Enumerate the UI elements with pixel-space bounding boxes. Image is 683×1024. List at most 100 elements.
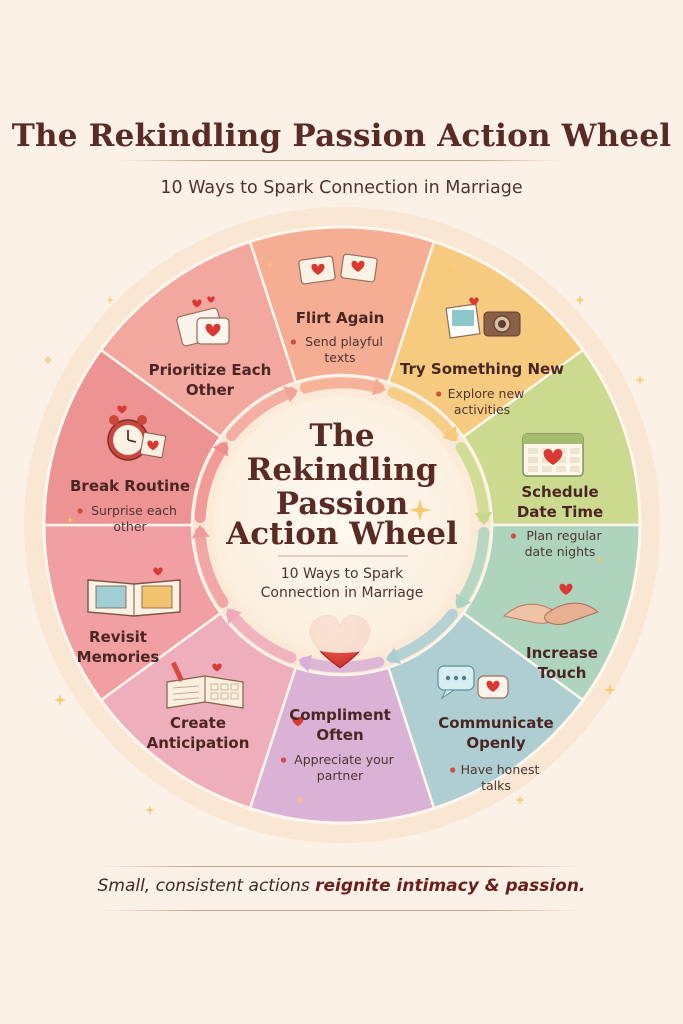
bullet-dot — [77, 508, 83, 514]
segment-title: Date Time — [517, 503, 603, 521]
segment-title: Revisit — [89, 628, 147, 646]
title-divider — [120, 160, 560, 161]
center-title-line: The — [309, 418, 374, 454]
segment-bullet: texts — [324, 350, 355, 365]
segment-bullet: Have honest — [461, 762, 540, 777]
segment-title: Break Routine — [70, 477, 190, 495]
chat-bubbles-icon — [437, 665, 509, 700]
tagline: Small, consistent actions reignite intim… — [0, 876, 683, 896]
ring-arrowhead — [456, 593, 472, 609]
ring-arc — [194, 442, 229, 524]
segment-title: Memories — [77, 648, 160, 666]
holding-hands-icon — [502, 583, 599, 625]
wheel-rim — [42, 225, 642, 825]
ring-arc — [455, 526, 490, 608]
sparkle-icon — [409, 499, 431, 521]
ring-arc — [194, 526, 229, 608]
sparkle-icon — [296, 796, 304, 804]
segment-bullet: activities — [454, 402, 510, 417]
segment-title: Anticipation — [147, 734, 250, 752]
center-hub — [214, 397, 470, 653]
calendar-heart-icon — [522, 433, 584, 477]
segment-bullet: Appreciate your — [294, 752, 395, 767]
segment-title: Touch — [538, 664, 587, 682]
ring-arc — [387, 608, 458, 664]
ring-arrowhead — [227, 608, 242, 625]
segment-title: Increase — [526, 644, 598, 662]
center-subtitle-line: 10 Ways to Spark — [281, 566, 404, 582]
segment-title: Flirt Again — [296, 309, 385, 327]
center-subtitle-line: Connection in Marriage — [261, 585, 424, 601]
segment-title: Other — [186, 381, 235, 399]
sparkle-icon — [43, 355, 53, 365]
ring-arrowhead — [474, 511, 493, 525]
sparkle-icon — [596, 556, 604, 564]
planner-book-icon — [166, 661, 244, 709]
segment-title: Often — [316, 726, 363, 744]
segment-bullet: Plan regular — [526, 528, 602, 543]
ring-arrowhead — [191, 525, 210, 539]
ring-arrowhead — [442, 425, 457, 442]
segment-title: Create — [170, 714, 226, 732]
sparkle-icon — [635, 375, 645, 385]
segment-bullet: Explore new — [448, 386, 525, 401]
sparkle-icon — [54, 694, 66, 706]
ring-arrowhead — [385, 647, 402, 664]
sparkle-icon — [515, 795, 525, 805]
ring-arrowhead — [371, 377, 386, 396]
heart-icon — [292, 716, 304, 727]
segment-title: Communicate — [438, 714, 553, 732]
ring-arc — [299, 377, 385, 394]
sparkle-icon — [66, 516, 74, 524]
segment-bullet: talks — [481, 778, 511, 793]
love-letters-icon — [298, 253, 378, 285]
sparkle-icon — [604, 684, 616, 696]
bullet-dot — [280, 757, 287, 763]
center-title-line: Passion — [276, 486, 408, 522]
ring-arrowhead — [212, 441, 228, 457]
sparkle-icon — [106, 296, 114, 304]
tagline-plain: Small, consistent actions — [97, 876, 316, 896]
ring-arc — [226, 608, 297, 664]
segment-bullet: partner — [317, 768, 364, 783]
segment-title: Schedule — [521, 483, 598, 501]
hearts-card-icon — [176, 296, 230, 347]
ring-arrowhead — [298, 654, 313, 673]
tagline-top-divider — [100, 866, 580, 867]
bullet-dot — [290, 339, 296, 345]
sparkle-icon — [575, 295, 585, 305]
segment-title: Try Something New — [400, 360, 564, 378]
ring-arc — [387, 386, 458, 442]
segment-bullet: other — [113, 519, 147, 534]
page-title: The Rekindling Passion Action Wheel — [11, 118, 672, 154]
ring-arrowhead — [282, 386, 299, 403]
page-subtitle: 10 Ways to Spark Connection in Marriage — [160, 178, 523, 198]
bullet-dot — [510, 533, 516, 539]
segment-bullet: Send playful — [305, 334, 383, 349]
ring-arc — [455, 442, 490, 524]
segment-title: Compliment — [289, 706, 391, 724]
segment-bullet: Surprise each — [91, 503, 177, 518]
sparkle-icon — [266, 261, 274, 269]
tagline-bottom-divider — [100, 910, 580, 911]
segment-title: Openly — [466, 734, 525, 752]
photo-album-icon — [87, 567, 181, 617]
ring-arc — [226, 386, 297, 442]
segment-bullet: date nights — [525, 544, 596, 559]
sparkles — [43, 261, 645, 815]
sparkle-icon — [446, 266, 454, 274]
